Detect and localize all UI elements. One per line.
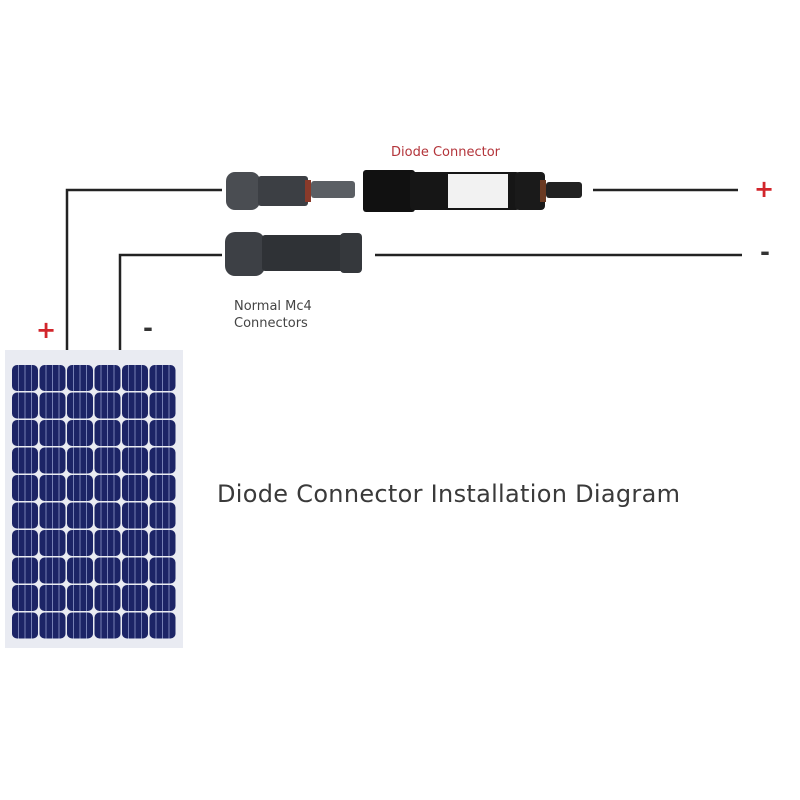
- negative-wire-left: [118, 253, 222, 350]
- mc4-label-line1: Normal Mc4: [234, 299, 312, 314]
- diagram-title: Diode Connector Installation Diagram: [217, 480, 681, 508]
- diode-connector-label: Diode Connector: [391, 145, 501, 160]
- mc4-label-line2: Connectors: [234, 316, 308, 331]
- diode-connector: [363, 170, 582, 212]
- mc4-connectors-label: Normal Mc4 Connectors: [234, 298, 312, 332]
- panel-plus-sign: +: [36, 316, 57, 344]
- solar-panel-cells: [12, 365, 176, 639]
- positive-wire-left: [65, 188, 222, 350]
- mc4-connector-female: [225, 232, 362, 276]
- mc4-connector-male: [226, 172, 355, 210]
- output-plus-sign: +: [754, 175, 775, 203]
- panel-minus-sign: -: [143, 314, 153, 342]
- output-minus-sign: -: [760, 238, 770, 266]
